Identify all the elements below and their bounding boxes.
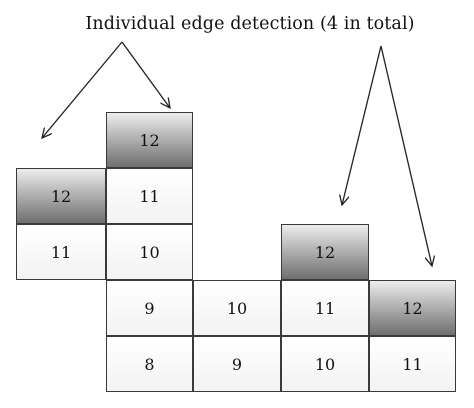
grid-cell: 12 [369, 280, 456, 336]
cell-value: 12 [50, 186, 72, 206]
grid-cell: 11 [369, 336, 456, 392]
cell-value: 9 [144, 298, 155, 318]
cell-value: 10 [226, 298, 248, 318]
grid-cell: 12 [106, 112, 193, 168]
cell-value: 12 [139, 130, 160, 150]
grid-cell: 12 [16, 168, 106, 224]
diagram-caption: Individual edge detection (4 in total) [85, 14, 415, 34]
grid-cell: 11 [106, 168, 193, 224]
grid-cell: 9 [193, 336, 281, 392]
cell-value: 11 [139, 186, 160, 206]
cell-value: 8 [144, 354, 155, 374]
cell-value: 10 [314, 354, 336, 374]
cell-value: 10 [139, 242, 160, 262]
grid-cell: 10 [193, 280, 281, 336]
cell-value: 11 [314, 298, 336, 318]
cell-value: 11 [402, 354, 423, 374]
grid-cell: 8 [106, 336, 193, 392]
arrow-right-inner [342, 45, 382, 205]
grid-cell: 12 [281, 224, 369, 280]
grid-cell: 10 [106, 224, 193, 280]
arrow-right-outer [380, 45, 432, 266]
arrow-left-outer [42, 41, 123, 138]
cell-value: 12 [402, 298, 423, 318]
grid-cell: 11 [281, 280, 369, 336]
cell-value: 12 [314, 242, 336, 262]
arrow-left-inner [121, 41, 170, 108]
grid-cell: 10 [281, 336, 369, 392]
cell-value: 11 [50, 242, 72, 262]
cell-value: 9 [231, 354, 243, 374]
grid-cell: 9 [106, 280, 193, 336]
grid-cell: 11 [16, 224, 106, 280]
